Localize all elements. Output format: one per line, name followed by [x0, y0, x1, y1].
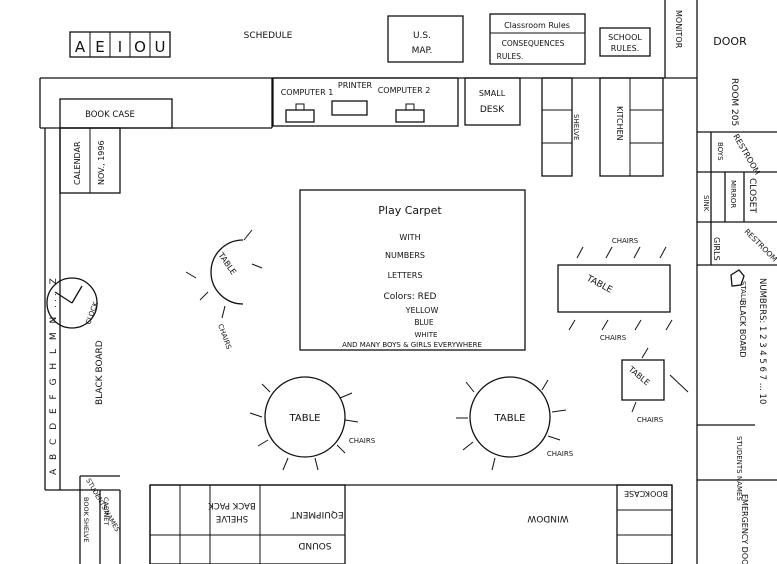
kitchen-unit: KITCHEN — [599, 77, 664, 177]
vowel-a: A — [75, 38, 86, 56]
svg-text:LETTERS: LETTERS — [388, 271, 423, 280]
bookcase-bottom-right: BOOKCASE — [616, 484, 673, 564]
vowel-e: E — [95, 38, 104, 56]
svg-text:DESK: DESK — [480, 105, 505, 115]
svg-text:COMPUTER 1: COMPUTER 1 — [281, 88, 334, 97]
back-pack-shelve: BACK PACK SHELVE — [149, 484, 346, 564]
girls-label: GIRLS — [712, 237, 721, 261]
svg-text:KITCHEN: KITCHEN — [615, 106, 624, 141]
left-round-table: TABLE CHAIRS — [249, 376, 376, 471]
svg-text:SCHOOL: SCHOOL — [608, 33, 642, 42]
svg-text:BLUE: BLUE — [414, 318, 433, 327]
sink-label: SINK — [702, 195, 710, 212]
svg-text:SHELVE: SHELVE — [216, 513, 248, 523]
svg-text:YELLOW: YELLOW — [405, 306, 439, 315]
small-desk: SMALL DESK — [464, 77, 521, 126]
svg-text:TABLE: TABLE — [626, 364, 652, 387]
small-table: TABLE CHAIRS — [621, 347, 689, 424]
svg-text:RULES.: RULES. — [611, 44, 640, 53]
svg-text:RULES.: RULES. — [497, 52, 524, 61]
left-round-chairs-label: CHAIRS — [349, 437, 376, 445]
svg-text:NUMBERS: NUMBERS — [385, 251, 425, 260]
svg-text:TABLE: TABLE — [216, 250, 238, 276]
svg-text:AND MANY BOYS & GIRLS EVERYWHE: AND MANY BOYS & GIRLS EVERYWHERE — [342, 341, 482, 349]
moon-chairs-label: CHAIRS — [216, 323, 233, 351]
classroom-rules-board: Classroom Rules CONSEQUENCES RULES. — [489, 13, 586, 65]
rect-table: TABLE CHAIRS CHAIRS — [557, 237, 673, 342]
computer-printer-counter: COMPUTER 1 PRINTER COMPUTER 2 — [272, 77, 459, 127]
emergency-door-label: EMERGENCY DOOR — [740, 494, 749, 564]
svg-text:NOV., 1996: NOV., 1996 — [97, 140, 106, 185]
boys-label: BOYS — [716, 142, 724, 161]
closet-label: CLOSET — [747, 178, 757, 213]
svg-text:SMALL: SMALL — [479, 89, 506, 98]
svg-text:CLOCK: CLOCK — [84, 300, 100, 325]
svg-text:Colors: RED: Colors: RED — [384, 292, 437, 302]
svg-text:BACK PACK: BACK PACK — [208, 500, 256, 510]
svg-text:Play Carpet: Play Carpet — [378, 204, 442, 217]
sound-equipment: SOUND EQUIPMENT — [290, 509, 344, 550]
svg-text:SHELVE: SHELVE — [572, 114, 580, 140]
numbers-label: NUMBERS: 1 2 3 4 5 6 7 ... 10 — [757, 278, 767, 404]
right-round-chairs-label: CHAIRS — [547, 450, 574, 458]
moon-table: TABLE CHAIRS — [185, 229, 263, 351]
svg-text:SOUND: SOUND — [298, 540, 331, 550]
svg-text:CALENDAR: CALENDAR — [73, 141, 82, 185]
svg-text:TABLE: TABLE — [494, 413, 526, 424]
svg-text:EQUIPMENT: EQUIPMENT — [290, 509, 344, 519]
right-black-board-label: BLACK BOARD — [738, 300, 747, 358]
vowel-u: U — [155, 38, 166, 56]
svg-text:CONSEQUENCES: CONSEQUENCES — [502, 39, 565, 48]
us-map: U.S. MAP. — [387, 15, 464, 63]
svg-text:TABLE: TABLE — [584, 273, 614, 296]
walls — [39, 0, 777, 564]
girls-restroom-label: RESTROOM — [743, 227, 777, 264]
svg-text:Classroom Rules: Classroom Rules — [504, 21, 570, 30]
shelve-unit: SHELVE — [541, 77, 580, 177]
mirror-label: MIRROR — [729, 180, 737, 208]
rect-table-top-chairs-label: CHAIRS — [612, 237, 639, 245]
monitor-label: MONITOR — [674, 10, 683, 49]
door-label: DOOR — [713, 35, 747, 48]
svg-text:WHITE: WHITE — [415, 331, 438, 339]
calendar: CALENDAR NOV., 1996 — [59, 127, 121, 194]
svg-text:BOOK CASE: BOOK CASE — [85, 110, 135, 120]
left-bottom-corner: STUDENTS NAMES CABINET BOOK SHELVE — [79, 475, 121, 564]
svg-text:U.S.: U.S. — [413, 31, 431, 41]
play-carpet: Play Carpet WITH NUMBERS LETTERS Colors:… — [299, 189, 526, 351]
book-shelve-label: BOOK SHELVE — [82, 497, 90, 543]
svg-text:BOOKCASE: BOOKCASE — [624, 489, 668, 498]
cabinet-label: CABINET — [102, 497, 110, 525]
small-table-chairs-label: CHAIRS — [637, 416, 664, 424]
left-alphabet-label: A B C D E F G H L M N ... Z — [49, 275, 59, 475]
boys-restroom-label: RESTROOM — [731, 133, 762, 177]
vowels-chart: A E I O U — [69, 31, 171, 58]
svg-text:COMPUTER 2: COMPUTER 2 — [378, 86, 431, 95]
svg-text:PRINTER: PRINTER — [338, 81, 373, 90]
stall-label: STALL — [739, 281, 747, 302]
svg-text:MAP.: MAP. — [412, 46, 433, 56]
svg-text:TABLE: TABLE — [289, 413, 321, 424]
right-round-table: TABLE CHAIRS — [456, 376, 574, 471]
vowel-i: I — [118, 38, 122, 56]
schedule-label: SCHEDULE — [244, 31, 293, 41]
room-label: ROOM 205 — [729, 78, 739, 126]
book-case: BOOK CASE — [59, 98, 173, 129]
vowel-o: O — [134, 38, 146, 56]
right-student-names-label: STUDENTS NAMES — [735, 436, 743, 501]
svg-text:WITH: WITH — [399, 233, 420, 242]
window-label: WINDOW — [527, 513, 568, 523]
left-black-board-label: BLACK BOARD — [95, 340, 105, 405]
rect-table-bottom-chairs-label: CHAIRS — [600, 334, 627, 342]
school-rules-board: SCHOOL RULES. — [599, 27, 651, 57]
